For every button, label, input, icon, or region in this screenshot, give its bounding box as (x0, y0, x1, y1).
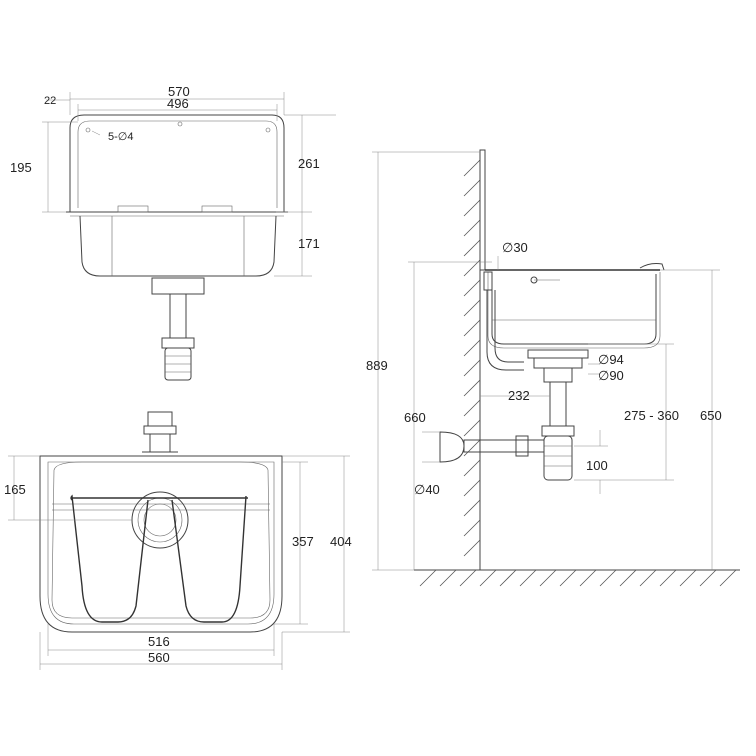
dim-total-height: 889 (366, 358, 388, 373)
dim-rim-height: 660 (404, 410, 426, 425)
dim-pipe-dia: ∅40 (414, 482, 440, 497)
dim-holes: 5-∅4 (108, 131, 133, 143)
dim-bowl-height: 171 (298, 236, 320, 251)
dim-top-inner-width: 496 (167, 96, 189, 111)
dim-waste-inner: ∅90 (598, 368, 624, 383)
dim-top-outer-width: 570 (168, 84, 190, 99)
dim-total-depth: 261 (298, 156, 320, 171)
dim-trap-range: 275 - 360 (624, 408, 679, 423)
plan-view (42, 92, 336, 381)
dim-back-depth: 195 (10, 160, 32, 175)
dim-drain-dia: ∅30 (502, 240, 528, 255)
dim-flange: 22 (44, 95, 56, 107)
dim-waste-outer: ∅94 (598, 352, 624, 367)
dim-offset: 232 (508, 388, 530, 403)
dim-outer-width: 560 (148, 650, 170, 665)
dim-outer-height: 404 (330, 534, 352, 549)
dim-inner-width: 516 (148, 634, 170, 649)
dim-floor-height: 650 (700, 408, 722, 423)
front-view (8, 411, 350, 670)
dim-trap-drop: 100 (586, 458, 608, 473)
side-view (372, 149, 740, 587)
dim-inner-height: 357 (292, 534, 314, 549)
dim-tap-height: 165 (4, 482, 26, 497)
